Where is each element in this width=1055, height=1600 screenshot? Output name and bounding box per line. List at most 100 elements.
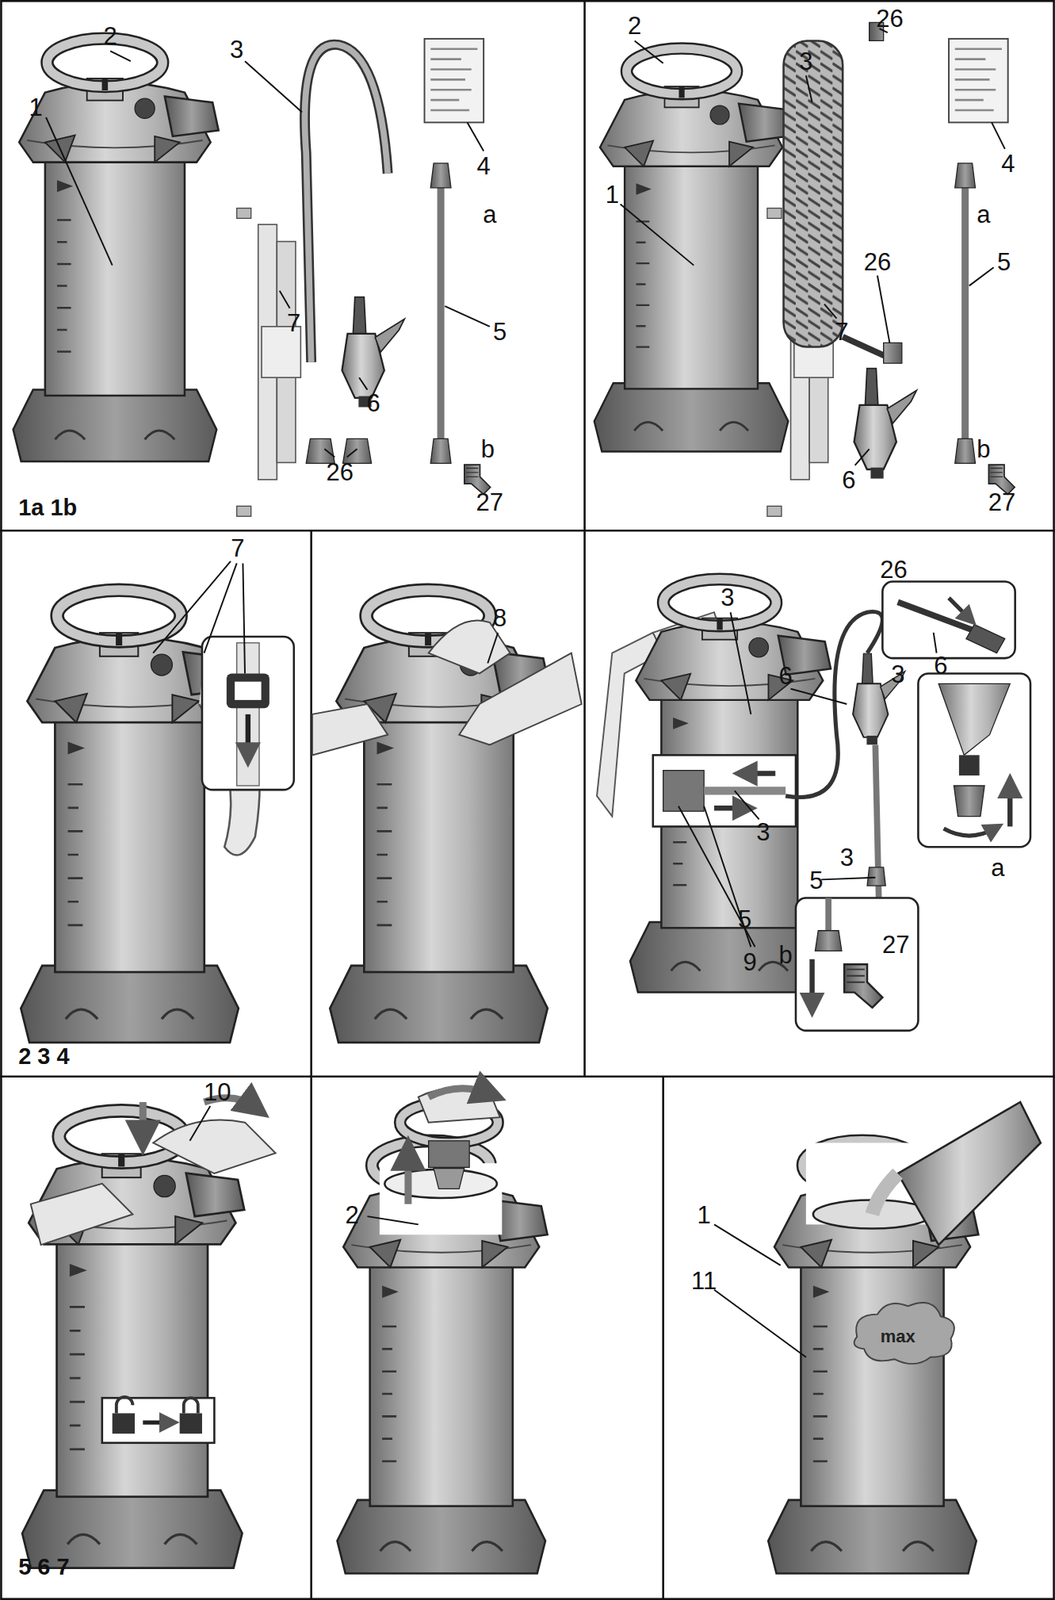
sprayer-tank	[22, 1110, 245, 1568]
lid	[433, 1168, 465, 1189]
buckle-inset	[202, 636, 295, 790]
leader-line	[634, 40, 664, 63]
sprayer-tank	[336, 1140, 547, 1574]
gun-inset	[944, 828, 995, 836]
callout-number: 3	[798, 49, 813, 74]
manual-sheet	[430, 49, 478, 111]
fitting-inset	[844, 963, 883, 1008]
pump-inset	[714, 805, 746, 811]
spray-lance	[867, 867, 886, 886]
leader-line	[152, 561, 231, 654]
leader-line	[152, 561, 245, 674]
lock-icon	[102, 1396, 215, 1443]
callout-number: 11	[691, 1268, 717, 1293]
pump-inset	[663, 770, 704, 811]
callout-number: 3	[229, 36, 244, 62]
lock-icon	[112, 1412, 135, 1434]
pump-inset	[745, 770, 776, 776]
buckle-inset	[202, 636, 295, 790]
hose	[305, 44, 389, 363]
panel-frame	[0, 529, 1055, 532]
coiled-hose	[783, 22, 903, 364]
gun-inset	[953, 785, 985, 817]
hose-inset	[966, 624, 1006, 654]
leader-line	[487, 632, 498, 664]
leader-line	[991, 122, 1006, 149]
hose-inset	[882, 581, 1015, 659]
hand	[418, 1087, 501, 1123]
pump-inset	[653, 754, 796, 826]
buckle-inset	[236, 642, 260, 786]
panel-frame	[661, 1076, 665, 1600]
hose-inset	[882, 581, 1015, 659]
leader-line	[714, 1223, 807, 1357]
pump-inset	[703, 786, 786, 795]
callout-number: 3	[890, 661, 905, 686]
callout-number: b	[976, 436, 991, 462]
callout-number: 1	[28, 95, 43, 120]
panel-frame	[583, 0, 586, 1077]
leader-line	[45, 117, 113, 266]
buckle-inset	[226, 672, 270, 708]
leader-line	[821, 877, 876, 880]
leader-line	[366, 1215, 418, 1224]
manual-sheet	[948, 38, 1009, 123]
fitting-inset	[809, 959, 815, 1006]
callout-number: a	[482, 202, 497, 227]
callout-number: 3	[840, 844, 854, 870]
spray-gun	[852, 653, 906, 746]
callout-number: 2	[344, 1201, 359, 1227]
callout-number: 8	[493, 604, 507, 630]
pump-inset	[653, 754, 796, 826]
leader-line	[855, 448, 870, 466]
callout-number: b	[481, 436, 495, 462]
callout-number: 4	[1001, 150, 1015, 176]
callout-number: 7	[286, 309, 301, 335]
spray-lance	[437, 178, 445, 449]
leader-line	[714, 1223, 781, 1265]
pouring-cup	[872, 1173, 899, 1214]
callout-number: 3	[756, 819, 770, 845]
leader-line	[791, 688, 848, 704]
lift-arrow	[408, 1088, 490, 1205]
leader-line	[110, 50, 131, 62]
shoulder-strap	[767, 505, 782, 517]
lock-icon	[179, 1412, 203, 1434]
gun-inset	[917, 672, 1031, 847]
tank-opening	[379, 1162, 502, 1235]
leader-line	[190, 1105, 211, 1141]
press-arrow	[142, 1097, 256, 1138]
callout-number: 26	[875, 6, 903, 31]
shoulder-strap	[258, 224, 302, 480]
buckle-inset	[245, 714, 251, 755]
callout-number: 1	[605, 181, 620, 207]
leader-line	[703, 806, 751, 948]
spray-gun	[854, 368, 918, 479]
leader-line	[678, 806, 756, 948]
panel-label: 1a 1b	[18, 495, 77, 519]
gun-inset	[1007, 785, 1013, 826]
press-arrow	[139, 1101, 147, 1138]
gun-inset	[917, 672, 1031, 847]
pouring-cup	[872, 1101, 1041, 1245]
leader-line	[734, 790, 760, 819]
max-cloud	[854, 1302, 955, 1364]
sprayer-tank	[13, 38, 219, 462]
leader-line	[969, 267, 994, 286]
shoulder-strap	[767, 208, 782, 219]
leader-line	[806, 75, 813, 102]
hand	[458, 653, 582, 746]
sprayer-tank	[336, 1140, 547, 1574]
max-marker: max	[880, 1327, 916, 1346]
coiled-hose	[783, 40, 844, 347]
leader-line	[45, 50, 490, 457]
leader-line	[487, 632, 498, 664]
callout-number: 27	[988, 489, 1016, 515]
manual-sheet	[424, 38, 485, 123]
hand	[312, 703, 388, 755]
callout-number: 26	[325, 458, 353, 484]
sprayer-tank	[594, 48, 791, 452]
spray-gun	[852, 653, 906, 746]
